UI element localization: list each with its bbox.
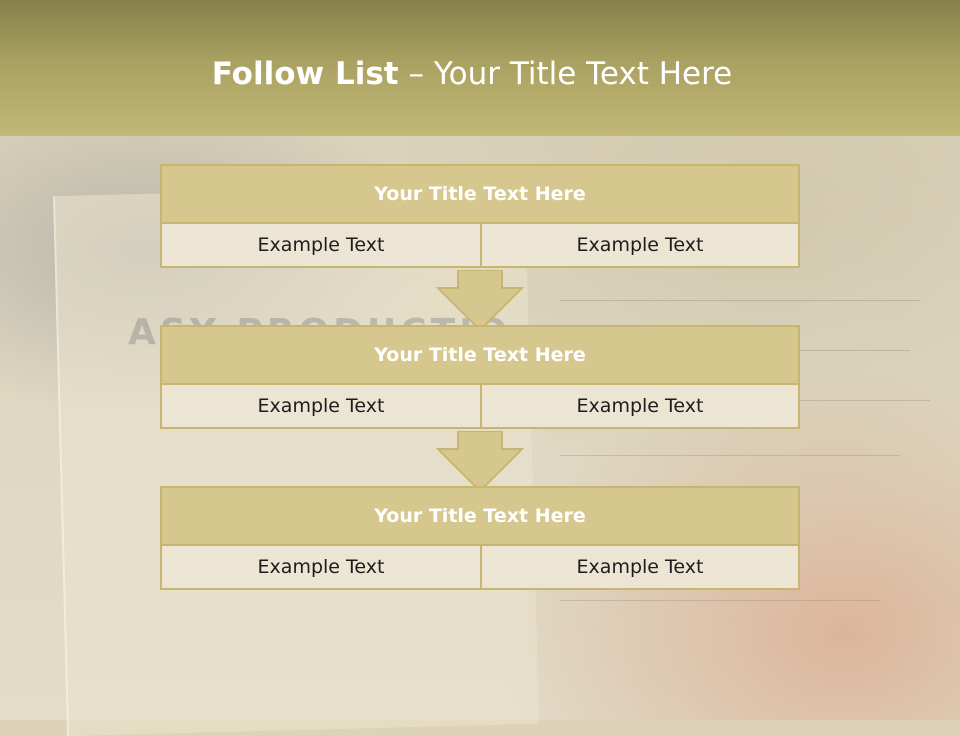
list-block-left-cell: Example Text: [162, 546, 482, 588]
list-block-right-cell: Example Text: [482, 546, 798, 588]
list-block-title: Your Title Text Here: [162, 166, 798, 224]
slide-title-rest: – Your Title Text Here: [408, 56, 733, 92]
list-block-1: Your Title Text Here Example Text Exampl…: [160, 164, 800, 268]
slide-title-bold: Follow List: [211, 56, 399, 92]
list-block-left-cell: Example Text: [162, 224, 482, 266]
background-handwriting-line: [560, 600, 880, 601]
list-block-left-cell: Example Text: [162, 385, 482, 427]
slide-title: Follow List – Your Title Text Here: [0, 56, 944, 92]
list-block-right-cell: Example Text: [482, 385, 798, 427]
background-handwriting-line: [560, 455, 900, 456]
list-block-3: Your Title Text Here Example Text Exampl…: [160, 486, 800, 590]
list-block-title: Your Title Text Here: [162, 327, 798, 385]
list-block-right-cell: Example Text: [482, 224, 798, 266]
list-block-2: Your Title Text Here Example Text Exampl…: [160, 325, 800, 429]
down-arrow-icon: [436, 431, 524, 493]
list-block-title: Your Title Text Here: [162, 488, 798, 546]
down-arrow-icon: [436, 270, 524, 332]
background-handwriting-line: [560, 300, 920, 301]
title-bar: [0, 0, 960, 136]
